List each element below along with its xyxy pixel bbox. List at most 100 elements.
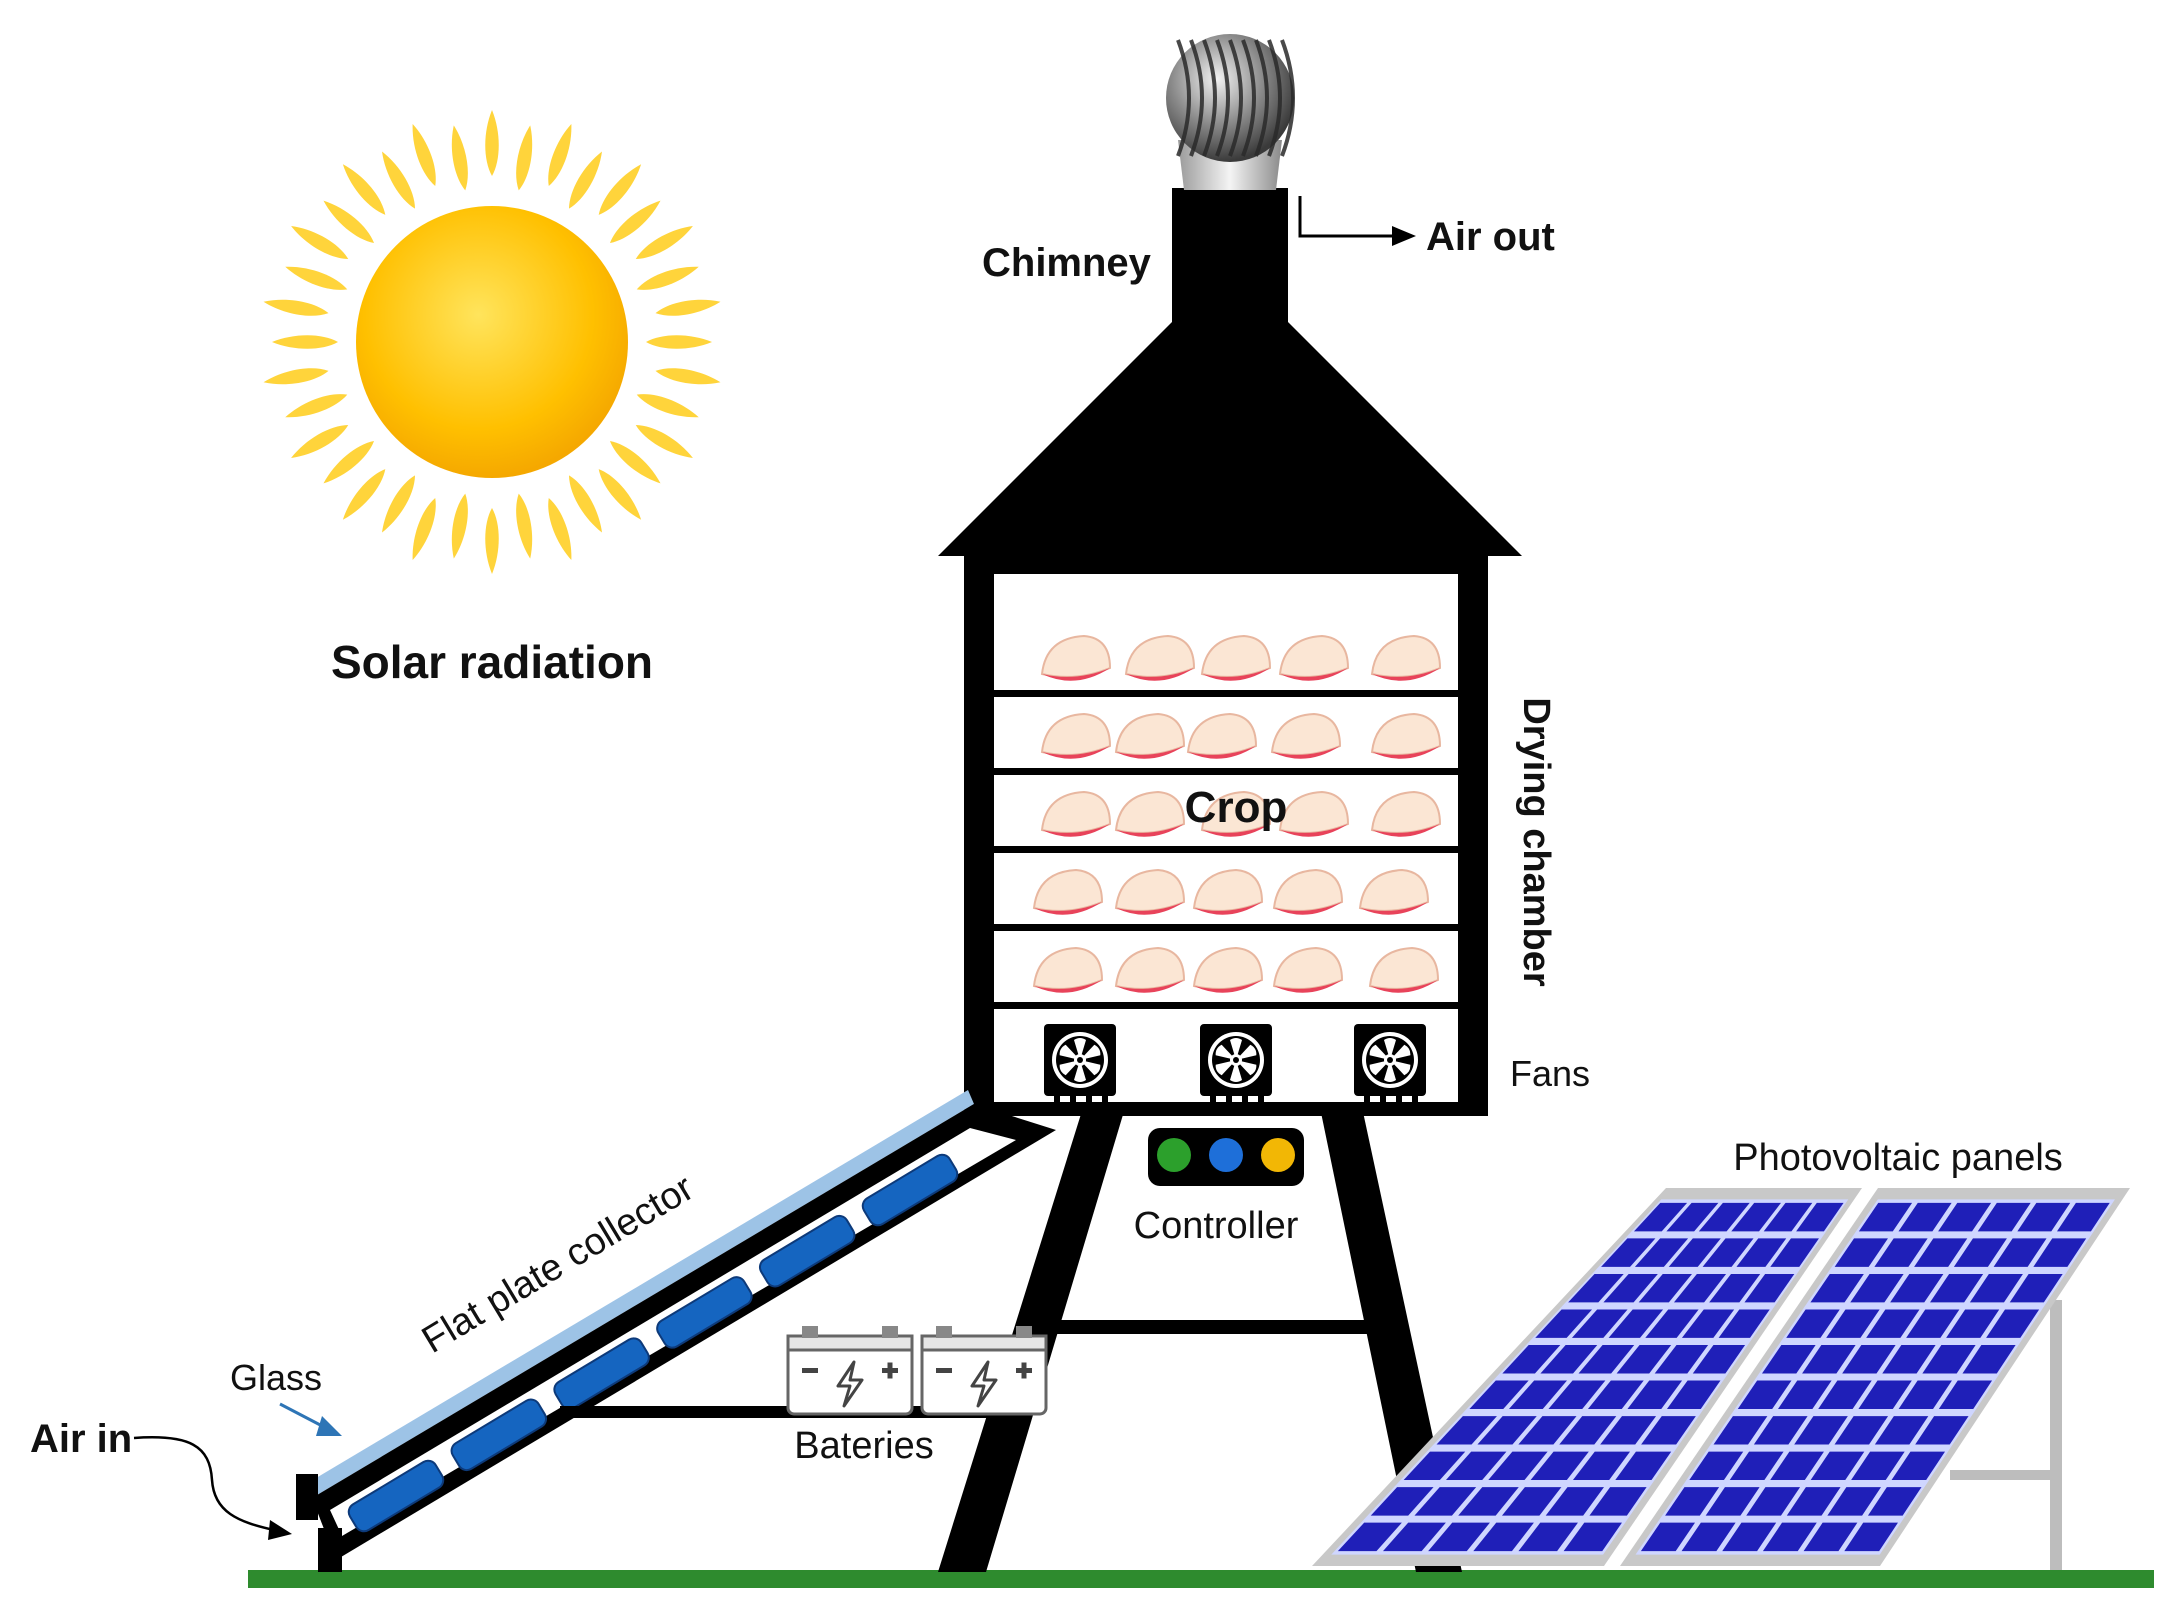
sun-ray xyxy=(609,200,661,244)
fan-icon xyxy=(1044,1024,1116,1110)
apple-slice-icon xyxy=(1114,790,1186,837)
sun-ray xyxy=(485,110,499,176)
sun-ray xyxy=(609,440,661,484)
stand-crossbar xyxy=(1040,1320,1400,1334)
sun-ray xyxy=(598,469,642,520)
sun-rays xyxy=(263,110,721,574)
sun-ray xyxy=(548,123,572,187)
sun-ray xyxy=(382,151,415,209)
tray-shelf xyxy=(994,846,1458,853)
air-in-label: Air in xyxy=(30,1417,132,1461)
battery-icon xyxy=(786,1326,914,1416)
apple-slice-icon xyxy=(1370,790,1442,837)
sun-ray xyxy=(291,425,349,458)
apple-slice-icon xyxy=(1040,712,1112,759)
sun-ray xyxy=(636,394,699,418)
apple-slice-icon xyxy=(1114,946,1186,993)
sun-ray xyxy=(451,125,468,191)
sun-ray xyxy=(342,164,386,215)
bateries-label: Bateries xyxy=(794,1425,933,1467)
apple-slice-icon xyxy=(1114,868,1186,915)
turbine-ventilator-icon xyxy=(1166,34,1295,190)
sun-ray xyxy=(655,299,721,316)
apple-slice-icon xyxy=(1186,712,1258,759)
sun-ray xyxy=(263,299,329,316)
batteries xyxy=(786,1326,1048,1416)
sun-ray xyxy=(635,425,693,458)
air-out-arrow xyxy=(1298,196,1416,246)
sun-ray xyxy=(412,123,436,187)
air-in-arrow xyxy=(133,1436,292,1540)
sun-ray xyxy=(548,497,572,561)
apple-slice-icon xyxy=(1032,946,1104,993)
solar-radiation-label: Solar radiation xyxy=(331,636,653,688)
sun-ray xyxy=(412,497,436,561)
apple-slice-icon xyxy=(1114,712,1186,759)
tray-shelf xyxy=(994,768,1458,775)
apple-slice-icon xyxy=(1358,868,1430,915)
sun-ray xyxy=(655,368,721,385)
absorber-plate xyxy=(861,1153,959,1227)
absorber-plate xyxy=(450,1398,548,1472)
sun-ray xyxy=(598,164,642,215)
crop-label: Crop xyxy=(1185,783,1288,832)
battery-icon xyxy=(920,1326,1048,1416)
apple-slice-icon xyxy=(1192,868,1264,915)
sun-ray xyxy=(263,368,329,385)
sun-ray xyxy=(636,266,699,290)
tray-shelf xyxy=(994,690,1458,697)
fan-icon xyxy=(1354,1024,1426,1110)
pv-support xyxy=(1950,1300,2062,1570)
apple-slice-icon xyxy=(1200,634,1272,681)
sun-ray xyxy=(342,469,386,520)
apple-slice-icon xyxy=(1192,946,1264,993)
sun-icon xyxy=(263,110,721,574)
sun-ray xyxy=(646,335,712,349)
sun-ray xyxy=(569,475,602,533)
controller-label: Controller xyxy=(1134,1205,1299,1247)
apple-slice-icon xyxy=(1270,712,1342,759)
apple-slice-icon xyxy=(1040,634,1112,681)
sun-ray xyxy=(569,151,602,209)
solar-panel-icon xyxy=(1312,1188,1862,1566)
sun-ray xyxy=(285,266,348,290)
absorber-plate xyxy=(758,1214,856,1288)
sun-ray xyxy=(485,508,499,574)
led-green xyxy=(1157,1138,1191,1172)
led-blue xyxy=(1209,1138,1243,1172)
apple-slice-icon xyxy=(1272,946,1344,993)
glass-cover xyxy=(306,1090,974,1498)
apple-slice-icon xyxy=(1278,634,1350,681)
apple-slice-icon xyxy=(1032,868,1104,915)
controller xyxy=(1148,1128,1304,1186)
fan-icon xyxy=(1200,1024,1272,1110)
sun-ray xyxy=(291,226,349,259)
apple-slice-icon xyxy=(1040,790,1112,837)
sun-ray xyxy=(272,335,338,349)
apple-slice-icon xyxy=(1200,790,1272,837)
flat-plate-collector xyxy=(296,1090,1056,1572)
sun-ray xyxy=(323,440,375,484)
sun-ray xyxy=(451,493,468,559)
apple-slice-icon xyxy=(1370,712,1442,759)
absorber-plate xyxy=(553,1337,650,1410)
absorber-plate xyxy=(656,1276,753,1349)
roof xyxy=(938,322,1522,556)
led-yellow xyxy=(1261,1138,1295,1172)
absorber-plate xyxy=(347,1459,445,1533)
photovoltaic-panels xyxy=(1312,1188,2130,1566)
chimney-label: Chimney xyxy=(982,241,1152,285)
apple-slice-icon xyxy=(1278,790,1350,837)
sun-ray xyxy=(635,226,693,259)
drying-chamber-label: Drying chamber xyxy=(1515,697,1557,987)
sun-ray xyxy=(323,200,375,244)
sun-ray xyxy=(516,125,533,191)
sun-core xyxy=(356,206,628,478)
apple-slice-icon xyxy=(1272,868,1344,915)
ground-line xyxy=(248,1570,2154,1588)
sun-ray xyxy=(285,394,348,418)
chimney xyxy=(1172,188,1288,338)
apple-slice-icon xyxy=(1368,946,1440,993)
apple-slice-icon xyxy=(1370,634,1442,681)
